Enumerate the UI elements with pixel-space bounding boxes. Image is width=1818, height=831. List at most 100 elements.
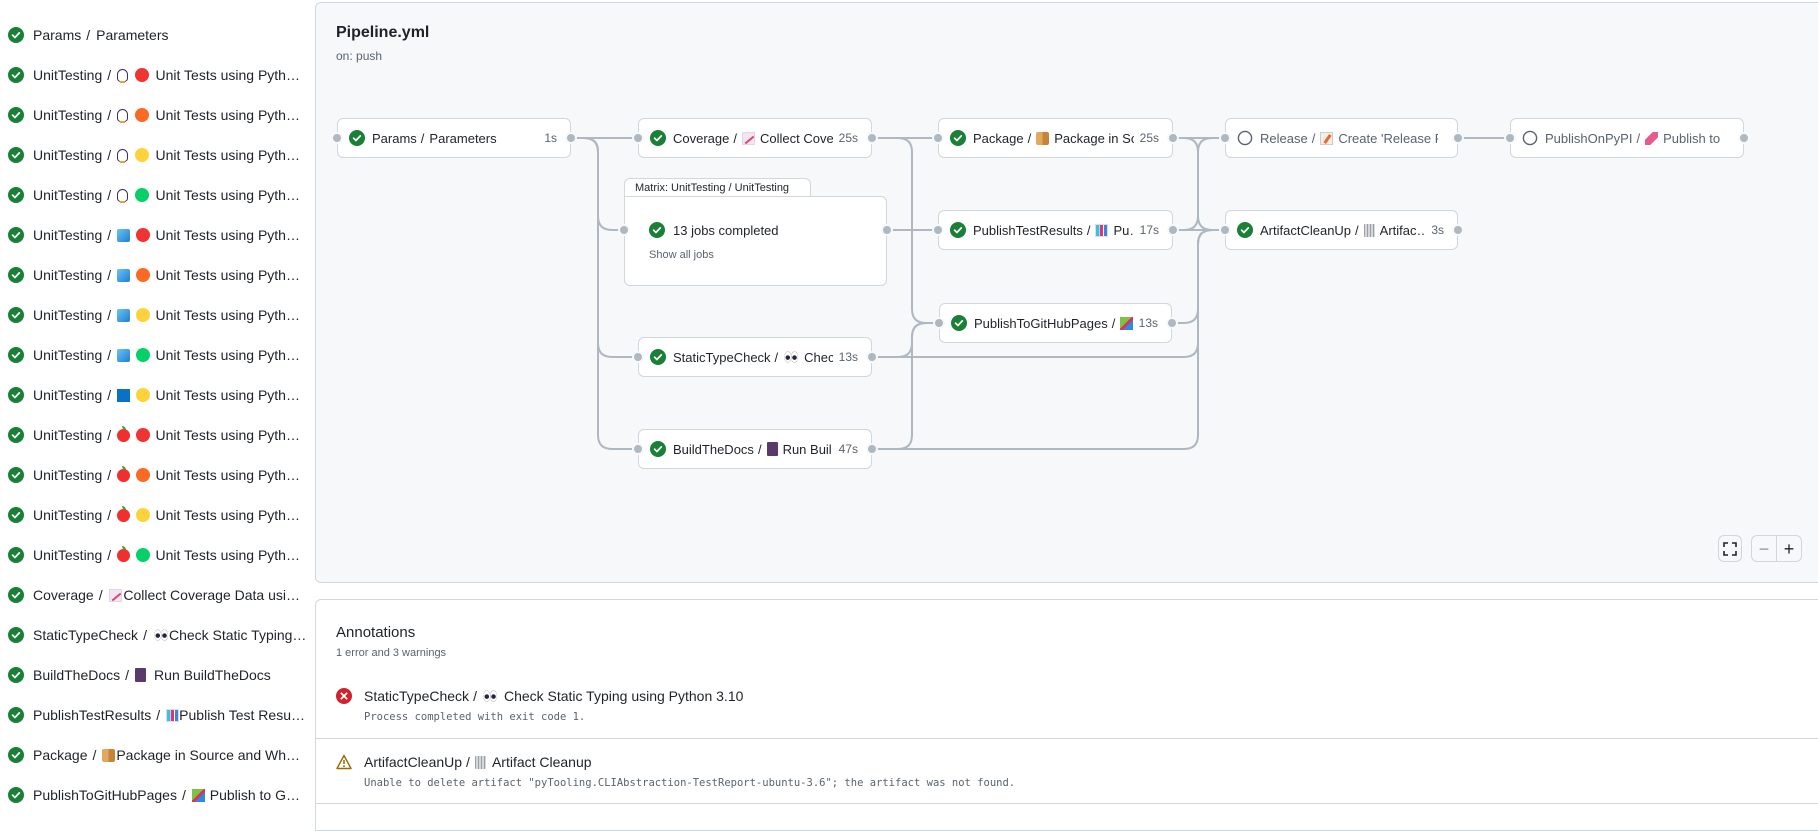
success-icon	[649, 222, 665, 238]
node-workflow: PublishOnPyPI	[1545, 130, 1633, 146]
dependency-edge	[872, 322, 939, 450]
job-node-ghpages[interactable]: PublishToGitHubPages/…13s	[939, 303, 1172, 343]
fullscreen-button[interactable]	[1718, 535, 1742, 562]
show-all-jobs-link[interactable]: Show all jobs	[649, 249, 714, 261]
job-label: Unit Tests using Pyth…	[155, 347, 300, 363]
sidebar-job-item[interactable]: UnitTesting/Unit Tests using Pyth…	[0, 335, 300, 375]
colored-circle-icon	[135, 468, 150, 482]
sidebar-job-item[interactable]: PublishTestResults/Publish Test Resu…	[0, 695, 305, 735]
error-icon	[336, 688, 352, 704]
job-label: Unit Tests using Pyth…	[155, 507, 300, 523]
job-label: Unit Tests using Pyth…	[155, 147, 300, 163]
success-icon	[8, 267, 24, 283]
separator: /	[420, 130, 425, 146]
colored-circle-icon	[135, 388, 150, 402]
job-label: Unit Tests using Pyth…	[155, 427, 300, 443]
sidebar-job-item[interactable]: UnitTesting/Unit Tests using Pyth…	[0, 255, 300, 295]
node-workflow: PublishToGitHubPages	[974, 315, 1108, 331]
success-icon	[8, 227, 24, 243]
separator: /	[107, 187, 112, 203]
matrix-group[interactable]: 13 jobs completed Show all jobs	[624, 196, 887, 286]
zoom-in-button[interactable]: +	[1776, 536, 1801, 561]
sidebar-job-item[interactable]: UnitTesting/Unit Tests using Pyth…	[0, 55, 300, 95]
job-node-release[interactable]: Release/Create 'Release P…	[1225, 118, 1458, 158]
wastebasket-icon	[1363, 223, 1375, 237]
sidebar-job-item[interactable]: Coverage/Collect Coverage Data usi…	[0, 575, 300, 615]
sidebar-job-item[interactable]: Package/Package in Source and Wh…	[0, 735, 300, 775]
job-label: Unit Tests using Pyth…	[155, 67, 300, 83]
sidebar-job-item[interactable]: PublishToGitHubPages/Publish to G…	[0, 775, 300, 815]
sidebar-job-item[interactable]: UnitTesting/Unit Tests using Pyth…	[0, 415, 300, 455]
sidebar-job-item[interactable]: UnitTesting/Unit Tests using Pyth…	[0, 175, 300, 215]
dependency-edge	[872, 229, 1225, 450]
separator: /	[1636, 130, 1641, 146]
chart-up-icon	[108, 588, 122, 602]
separator: /	[1086, 222, 1091, 238]
penguin-icon	[117, 68, 129, 83]
sidebar-job-item[interactable]: UnitTesting/Unit Tests using Pyth…	[0, 455, 300, 495]
job-node-docs[interactable]: BuildTheDocs/Run Buil…47s	[638, 429, 872, 469]
output-port	[1166, 317, 1178, 329]
cube-icon	[117, 268, 131, 282]
job-node-testresults[interactable]: PublishTestResults/Pu…17s	[938, 210, 1173, 250]
output-port	[565, 132, 577, 144]
apple-icon	[117, 545, 131, 562]
job-node-coverage[interactable]: Coverage/Collect Cove…25s	[638, 118, 872, 158]
job-label: Unit Tests using Pyth…	[155, 547, 300, 563]
job-node-pypi[interactable]: PublishOnPyPI/ Publish to …	[1510, 118, 1744, 158]
success-icon	[951, 315, 967, 331]
output-port	[881, 224, 893, 236]
sidebar-job-item[interactable]: UnitTesting/Unit Tests using Pyth…	[0, 535, 300, 575]
separator: /	[107, 67, 112, 83]
annotation-workflow: ArtifactCleanUp	[364, 754, 463, 770]
sidebar-job-item[interactable]: UnitTesting/Unit Tests using Pyth…	[0, 295, 300, 335]
workflow-graph-panel: Pipeline.yml on: push Matrix: UnitTestin…	[315, 2, 1818, 583]
job-workflow: UnitTesting	[33, 427, 103, 443]
dependency-edges	[571, 137, 1510, 450]
job-node-static[interactable]: StaticTypeCheck/Chec…13s	[638, 337, 872, 377]
pending-icon	[1237, 130, 1253, 146]
sidebar-job-item[interactable]: UnitTesting/Unit Tests using Pyth…	[0, 95, 300, 135]
sidebar-job-item[interactable]: UnitTesting/Unit Tests using Pyth…	[0, 495, 300, 535]
node-label: Publish to …	[1663, 130, 1724, 146]
input-port	[1219, 132, 1231, 144]
node-label: Create 'Release P…	[1338, 130, 1438, 146]
cube-icon	[117, 308, 131, 322]
success-icon	[8, 467, 24, 483]
output-port	[1738, 132, 1750, 144]
sidebar-job-item[interactable]: UnitTesting/Unit Tests using Pyth…	[0, 135, 300, 175]
annotation-title-link[interactable]: ArtifactCleanUp/Artifact Cleanup	[336, 754, 592, 770]
sidebar-job-item[interactable]: UnitTesting/Unit Tests using Pyth…	[0, 375, 300, 415]
annotation-title-link[interactable]: StaticTypeCheck/Check Static Typing usin…	[336, 688, 743, 704]
zoom-out-button[interactable]: −	[1758, 538, 1770, 559]
wastebasket-icon	[474, 755, 486, 769]
node-duration: 13s	[1138, 316, 1158, 330]
penguin-icon	[117, 188, 129, 203]
dependency-edge	[571, 137, 638, 450]
separator: /	[774, 349, 779, 365]
sidebar-job-item[interactable]: StaticTypeCheck/Check Static Typing…	[0, 615, 306, 655]
separator: /	[107, 547, 112, 563]
apple-icon	[117, 505, 131, 522]
separator: /	[125, 667, 130, 683]
colored-circle-icon	[134, 188, 149, 202]
colored-circle-icon	[134, 68, 149, 82]
job-node-package[interactable]: Package/Package in So…25s	[938, 118, 1173, 158]
bar-chart-icon	[166, 708, 180, 722]
job-workflow: UnitTesting	[33, 187, 103, 203]
separator: /	[156, 707, 161, 723]
job-node-artifact[interactable]: ArtifactCleanUp/Artifac…3s	[1225, 210, 1458, 250]
separator: /	[92, 747, 97, 763]
colored-circle-icon	[135, 348, 150, 362]
sidebar-job-item[interactable]: UnitTesting/Unit Tests using Pyth…	[0, 215, 300, 255]
job-workflow: BuildTheDocs	[33, 667, 121, 683]
sidebar-job-item[interactable]: Params/Parameters	[0, 15, 300, 55]
node-duration: 1s	[544, 131, 557, 145]
warning-icon	[336, 754, 352, 770]
input-port	[632, 132, 644, 144]
sidebar-job-item[interactable]: BuildTheDocs/Run BuildTheDocs	[0, 655, 300, 695]
output-port	[866, 443, 878, 455]
